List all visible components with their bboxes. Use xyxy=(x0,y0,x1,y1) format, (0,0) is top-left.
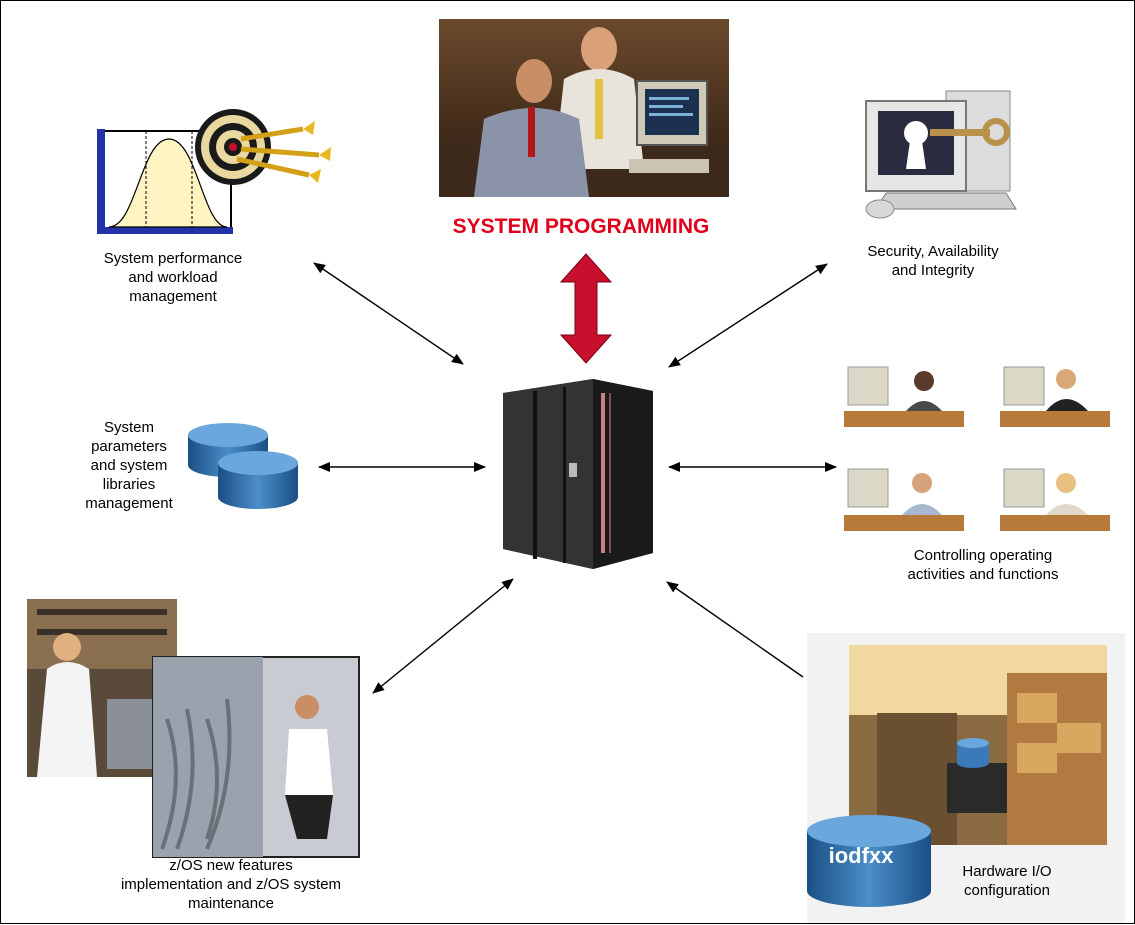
label-security: Security, Availability and Integrity xyxy=(867,243,999,279)
central-double-arrow xyxy=(559,253,613,364)
database-cylinders-icon xyxy=(188,423,298,509)
diagram-title: SYSTEM PROGRAMMING xyxy=(452,215,710,238)
secure-computer-icon xyxy=(865,90,1017,219)
hardware-maintenance-photos xyxy=(27,599,360,858)
arrow-security xyxy=(668,263,828,368)
iodf-dataset-label: iodfxx xyxy=(828,843,894,868)
label-performance: System performance and workload manageme… xyxy=(103,250,243,305)
warehouse-photo xyxy=(807,633,1125,923)
mainframe-server-icon xyxy=(503,379,653,569)
target-chart-icon xyxy=(97,109,331,234)
programmers-photo xyxy=(439,19,729,197)
operators-photos xyxy=(844,359,1110,533)
label-zos: z/OS new features implementation and z/O… xyxy=(120,857,342,912)
label-hardware: Hardware I/O configuration xyxy=(962,863,1052,899)
label-parameters: System parameters and system libraries m… xyxy=(85,419,173,512)
arrow-zos xyxy=(372,578,514,694)
label-operating: Controlling operating activities and fun… xyxy=(907,547,1059,583)
arrow-hardware xyxy=(666,581,804,678)
arrow-performance xyxy=(313,262,464,365)
